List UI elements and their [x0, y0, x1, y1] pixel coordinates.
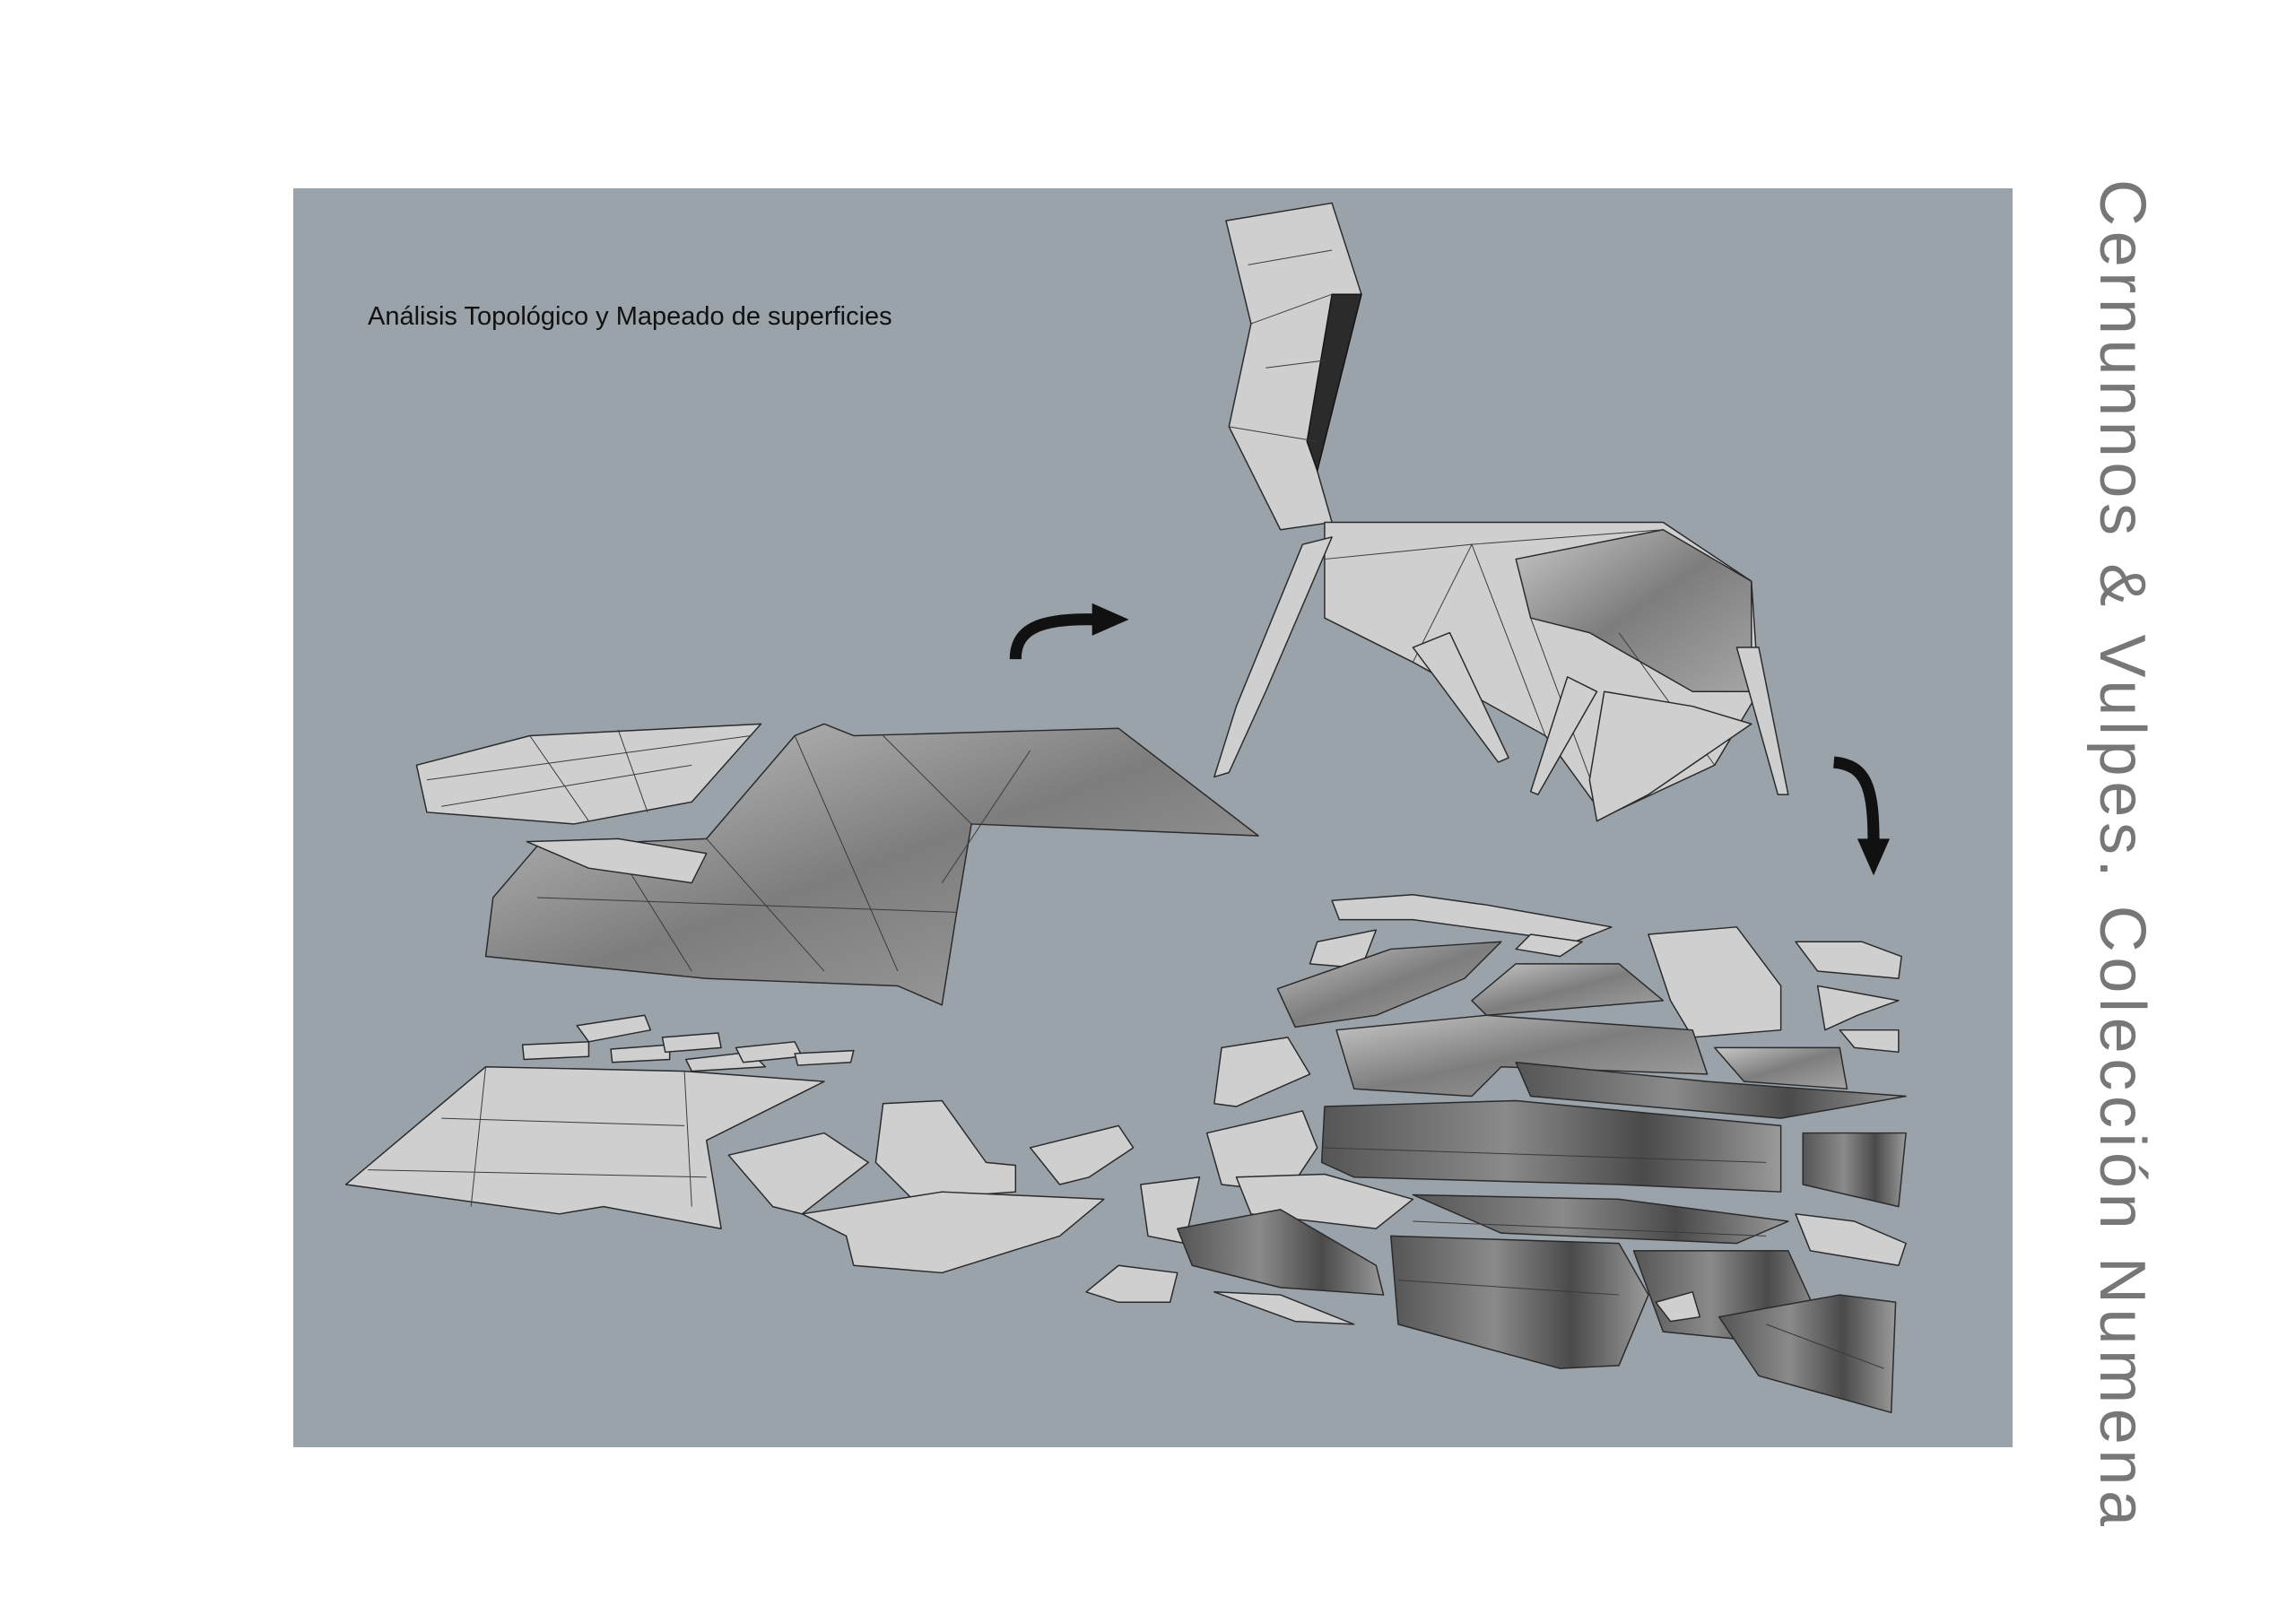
hind-leg-1: [1529, 676, 1598, 795]
arrow-right-icon: [1009, 603, 1129, 660]
hind-leg-2: [1735, 647, 1789, 795]
neck-shadow: [1306, 293, 1362, 473]
mid-leg: [1412, 631, 1509, 763]
animal-head-lowered: [1588, 690, 1752, 822]
unfolded-net-left: [415, 723, 1259, 1006]
folded-animal-model: [1213, 202, 1789, 822]
front-leg: [1213, 536, 1333, 778]
animal-neck-head: [1225, 202, 1362, 531]
page-title: Análisis Topológico y Mapeado de superfi…: [368, 302, 892, 331]
net-main: [484, 723, 1259, 1006]
pieces-bottom-right: [1085, 893, 1907, 1414]
net-wing: [526, 838, 708, 884]
arrow-down-icon: [1832, 756, 1891, 876]
large-flat-piece: [344, 1065, 825, 1229]
animal-body-dark: [1515, 529, 1752, 692]
collection-title: Cernunnos & Vulpes. Colección Numena: [2086, 179, 2158, 1532]
pieces-bottom-left: [344, 1014, 1135, 1274]
